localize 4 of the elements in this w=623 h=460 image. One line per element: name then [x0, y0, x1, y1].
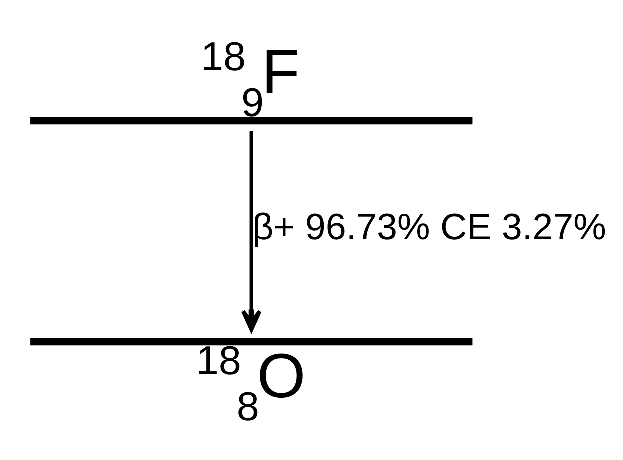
arrow: [242, 130, 262, 332]
node-box: [30, 338, 473, 346]
edge-label: β+ 96.73% CE 3.27%: [252, 206, 606, 248]
node-box: [30, 116, 473, 124]
